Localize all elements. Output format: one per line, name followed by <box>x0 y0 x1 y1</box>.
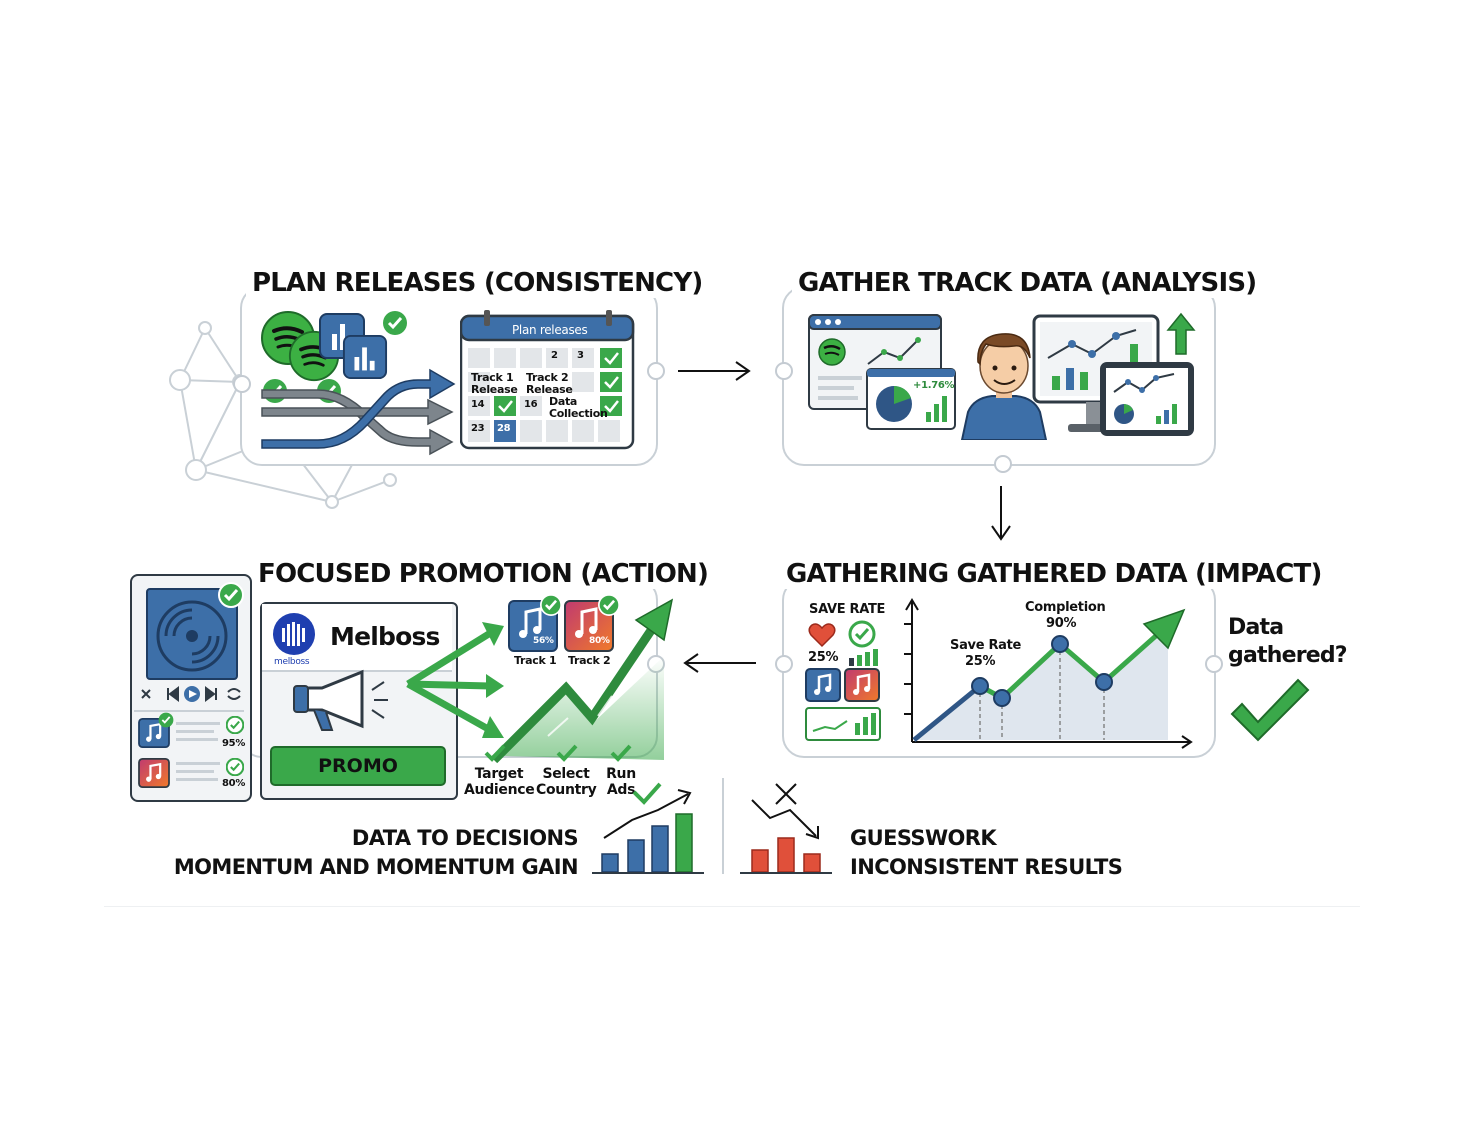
heart-icon <box>808 623 836 648</box>
vinyl-icon <box>146 588 238 680</box>
track1-percent: 56% <box>533 636 554 646</box>
calendar-day-3: 3 <box>577 350 584 361</box>
check-icon <box>556 744 578 762</box>
check-icon <box>484 744 506 762</box>
growth-label: +1.76% <box>913 380 955 391</box>
track2-label: Track 2 <box>568 654 611 667</box>
chart-save-rate-label: Save Rate <box>950 638 1022 653</box>
track2-percent: 80% <box>589 636 610 646</box>
data-gathered-question: Data gathered? <box>1228 615 1348 668</box>
growth-bar-chart-icon <box>592 782 704 874</box>
check-icon <box>218 582 244 608</box>
list-line <box>176 722 220 725</box>
release-flow-arrows <box>261 368 456 456</box>
promotion-growth-arrows <box>406 598 674 764</box>
bad-outcome-line2: INCONSISTENT RESULTS <box>850 855 1123 879</box>
pie-chart-card-icon <box>866 368 956 430</box>
step-target-audience: Target Audience <box>464 766 535 798</box>
impact-right-connector-dot <box>1205 655 1223 673</box>
melboss-logo-icon <box>273 613 315 655</box>
check-icon <box>598 594 620 616</box>
good-outcome-line2: MOMENTUM AND MOMENTUM GAIN <box>173 855 579 879</box>
list-line <box>176 762 220 765</box>
person-icon <box>960 333 1048 440</box>
calendar-day-14: 14 <box>471 399 485 410</box>
calendar-track2-release: Track 2 Release <box>526 371 573 396</box>
music-note-icon <box>138 758 170 788</box>
flow-arrow-right <box>678 361 751 381</box>
melboss-brand-small: melboss <box>274 657 310 667</box>
trend-card-icon <box>805 707 881 741</box>
megaphone-icon <box>293 669 388 731</box>
music-note-icon <box>844 668 880 702</box>
gather-track-data-title: GATHER TRACK DATA (ANALYSIS) <box>792 268 1263 298</box>
calendar-icon <box>460 310 635 450</box>
flow-arrow-left <box>683 653 756 673</box>
player-divider <box>134 710 244 712</box>
outcome-divider <box>722 778 724 874</box>
check-icon <box>226 758 244 776</box>
calendar-track1-release: Track 1 Release <box>471 371 518 396</box>
list-line <box>176 738 218 741</box>
list-line <box>176 770 214 773</box>
focused-promotion-title: FOCUSED PROMOTION (ACTION) <box>252 559 715 589</box>
check-icon <box>540 594 562 616</box>
plan-connector-dot <box>647 362 665 380</box>
music-note-icon <box>805 668 841 702</box>
calendar-day-28: 28 <box>497 423 511 434</box>
check-icon <box>1230 678 1310 742</box>
calendar-day-16: 16 <box>524 399 538 410</box>
bad-outcome-line1: GUESSWORK <box>850 826 997 850</box>
list-line <box>176 778 218 781</box>
save-rate-heading: SAVE RATE <box>809 602 886 617</box>
check-icon <box>848 620 876 648</box>
player-controls <box>141 686 241 702</box>
calendar-title: Plan releases <box>512 323 588 337</box>
list-percent-1: 95% <box>222 738 246 749</box>
check-icon <box>226 716 244 734</box>
check-icon <box>158 712 174 728</box>
impact-left-connector-dot <box>775 655 793 673</box>
calendar-data-collection: Data Collection <box>549 395 608 420</box>
gather-bottom-connector-dot <box>994 455 1012 473</box>
chart-completion-label: Completion <box>1025 600 1106 615</box>
plan-releases-title: PLAN RELEASES (CONSISTENCY) <box>246 268 709 298</box>
decline-bar-chart-icon <box>740 783 832 874</box>
calendar-day-2: 2 <box>551 350 558 361</box>
up-arrow-icon <box>1166 312 1196 355</box>
check-icon <box>610 744 632 762</box>
list-percent-2: 80% <box>222 778 246 789</box>
music-note-icon <box>564 600 614 652</box>
mini-bar-chart-icon <box>849 649 878 666</box>
step-run-ads: Run Ads <box>606 766 636 798</box>
gathered-data-impact-title: GATHERING GATHERED DATA (IMPACT) <box>780 559 1328 589</box>
bar-chart-icon <box>342 334 388 380</box>
step-select-country: Select Country <box>536 766 597 798</box>
melboss-brand-name: Melboss <box>330 622 440 651</box>
promo-button[interactable]: PROMO <box>270 746 446 786</box>
footer-rule <box>104 906 1360 907</box>
chart-save-rate-value: 25% <box>965 654 996 669</box>
good-outcome-line1: DATA TO DECISIONS <box>351 826 579 850</box>
save-rate-value: 25% <box>808 650 839 665</box>
calendar-day-23: 23 <box>471 423 485 434</box>
music-note-icon <box>138 718 170 748</box>
plan-left-connector-dot <box>233 375 251 393</box>
track1-label: Track 1 <box>514 654 557 667</box>
flow-arrow-down <box>991 486 1011 541</box>
browser-window-icon <box>808 314 942 410</box>
list-line <box>176 730 214 733</box>
tablet-icon <box>1100 362 1194 436</box>
gather-left-connector-dot <box>775 362 793 380</box>
chart-completion-value: 90% <box>1046 616 1077 631</box>
impact-line-chart <box>904 598 1193 749</box>
check-icon <box>383 311 407 335</box>
